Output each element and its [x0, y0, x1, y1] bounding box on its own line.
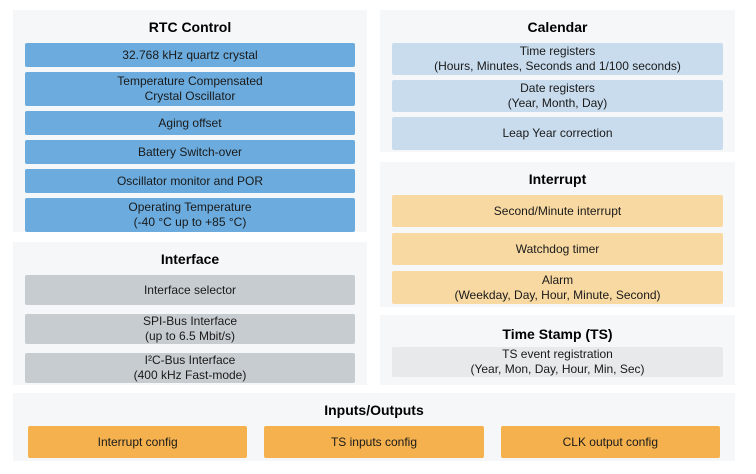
block-alarm: Alarm (Weekday, Day, Hour, Minute, Secon… [392, 271, 723, 304]
time-stamp-title: Time Stamp (TS) [502, 326, 613, 342]
panel-calendar: Calendar Time registers (Hours, Minutes,… [380, 10, 735, 152]
block-oscillator-monitor-por: Oscillator monitor and POR [25, 169, 355, 193]
panel-inputs-outputs: Inputs/Outputs Interrupt config TS input… [13, 393, 735, 461]
block-ts-inputs-config: TS inputs config [264, 426, 484, 458]
interrupt-blocks: Second/Minute interrupt Watchdog timer A… [392, 195, 723, 304]
rtc-control-blocks: 32.768 kHz quartz crystal Temperature Co… [25, 43, 355, 232]
block-aging-offset: Aging offset [25, 111, 355, 135]
block-clk-output-config: CLK output config [500, 426, 720, 458]
time-stamp-blocks: TS event registration (Year, Mon, Day, H… [392, 347, 723, 377]
interface-blocks: Interface selector SPI-Bus Interface (up… [25, 275, 355, 383]
rtc-control-title: RTC Control [148, 19, 232, 35]
block-ts-event-registration: TS event registration (Year, Mon, Day, H… [392, 347, 723, 377]
inputs-outputs-title: Inputs/Outputs [324, 402, 424, 418]
block-second-minute-interrupt: Second/Minute interrupt [392, 195, 723, 227]
block-interface-selector: Interface selector [25, 275, 355, 305]
block-watchdog-timer: Watchdog timer [392, 233, 723, 265]
block-spi-bus-interface: SPI-Bus Interface (up to 6.5 Mbit/s) [25, 314, 355, 344]
block-tcxo: Temperature Compensated Crystal Oscillat… [25, 72, 355, 106]
calendar-title: Calendar [527, 19, 588, 35]
panel-interface: Interface Interface selector SPI-Bus Int… [13, 242, 367, 385]
panel-rtc-control: RTC Control 32.768 kHz quartz crystal Te… [13, 10, 367, 232]
calendar-blocks: Time registers (Hours, Minutes, Seconds … [392, 43, 723, 150]
block-date-registers: Date registers (Year, Month, Day) [392, 80, 723, 112]
panel-time-stamp: Time Stamp (TS) TS event registration (Y… [380, 315, 735, 385]
block-operating-temperature: Operating Temperature (-40 °C up to +85 … [25, 198, 355, 232]
block-quartz-crystal: 32.768 kHz quartz crystal [25, 43, 355, 67]
interface-title: Interface [160, 251, 220, 267]
inputs-outputs-blocks: Interrupt config TS inputs config CLK ou… [28, 426, 720, 458]
interrupt-title: Interrupt [528, 171, 587, 187]
block-battery-switchover: Battery Switch-over [25, 140, 355, 164]
block-i2c-bus-interface: I²C-Bus Interface (400 kHz Fast-mode) [25, 353, 355, 383]
block-leap-year-correction: Leap Year correction [392, 117, 723, 150]
block-interrupt-config: Interrupt config [28, 426, 248, 458]
block-time-registers: Time registers (Hours, Minutes, Seconds … [392, 43, 723, 75]
panel-interrupt: Interrupt Second/Minute interrupt Watchd… [380, 162, 735, 307]
